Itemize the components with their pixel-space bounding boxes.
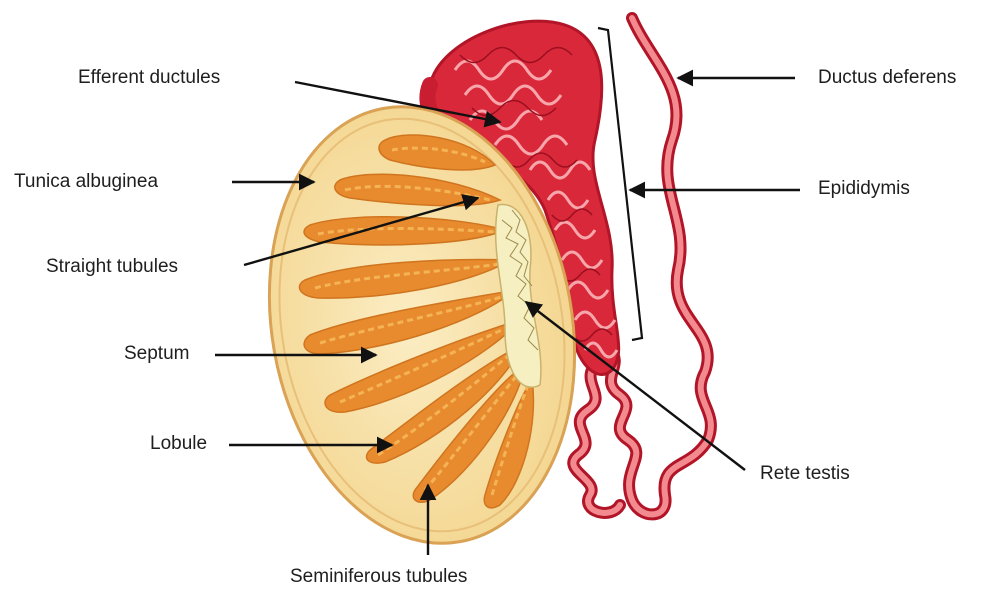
label-epididymis: Epididymis <box>818 178 910 200</box>
label-ductus-deferens: Ductus deferens <box>818 67 956 89</box>
label-efferent-ductules: Efferent ductules <box>78 67 220 89</box>
label-rete-testis: Rete testis <box>760 463 850 485</box>
label-lobule: Lobule <box>150 433 207 455</box>
label-seminiferous-tubules: Seminiferous tubules <box>290 566 467 588</box>
label-straight-tubules: Straight tubules <box>46 256 178 278</box>
label-septum: Septum <box>124 343 189 365</box>
label-tunica-albuginea: Tunica albuginea <box>14 171 158 193</box>
